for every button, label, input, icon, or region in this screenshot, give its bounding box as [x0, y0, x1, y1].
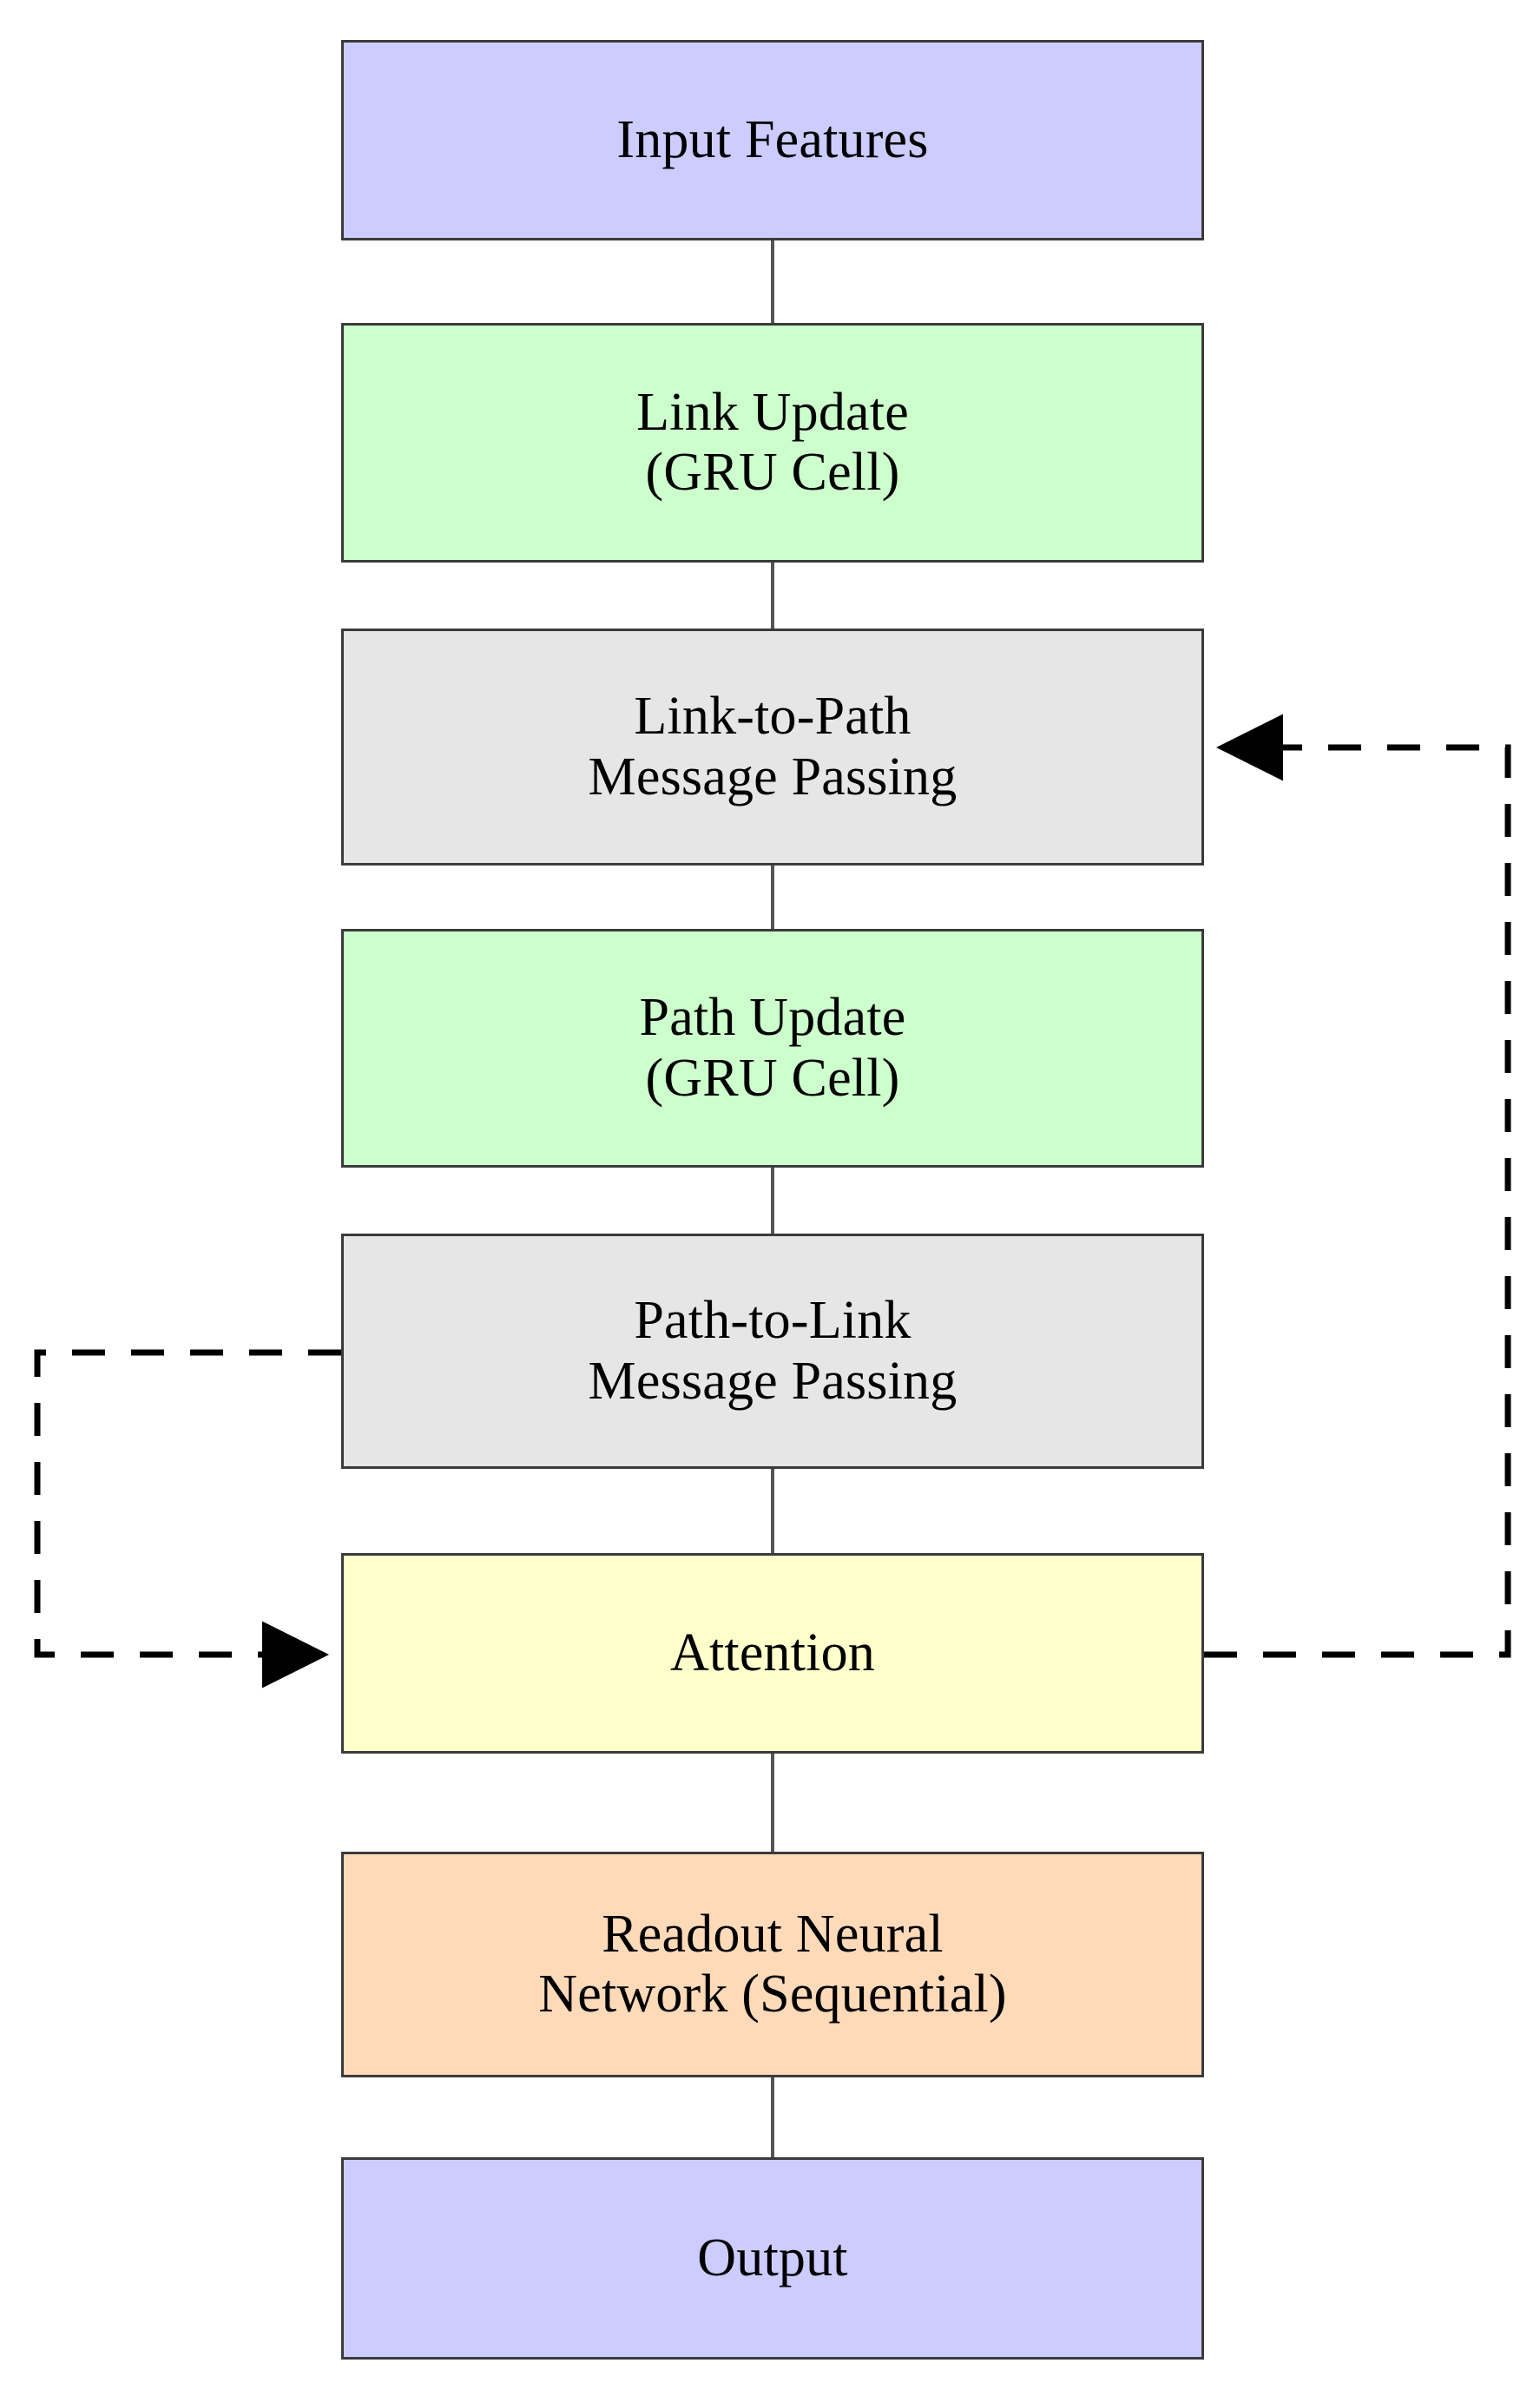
node-link-update-line-1: Link Update: [636, 382, 909, 442]
node-readout-line-1: Readout Neural: [602, 1904, 944, 1964]
edge-feedback-attention-to-link-to-path: [1204, 714, 1511, 1658]
node-attention[interactable]: Attention: [341, 1553, 1204, 1754]
node-link-update-line-2: (GRU Cell): [645, 443, 900, 502]
node-link-to-path-message-passing[interactable]: Link-to-Path Message Passing: [341, 629, 1204, 866]
node-attention-line-1: Attention: [670, 1623, 875, 1682]
node-output-line-1: Output: [697, 2228, 848, 2287]
node-path-to-link-line-1: Path-to-Link: [634, 1291, 911, 1351]
node-path-update[interactable]: Path Update (GRU Cell): [341, 929, 1204, 1168]
node-link-to-path-line-2: Message Passing: [588, 747, 958, 806]
node-readout-neural-network[interactable]: Readout Neural Network (Sequential): [341, 1852, 1204, 2077]
node-input-features-line-1: Input Features: [616, 109, 929, 169]
node-link-update[interactable]: Link Update (GRU Cell): [341, 323, 1204, 563]
node-path-update-line-1: Path Update: [639, 988, 906, 1048]
node-link-to-path-line-1: Link-to-Path: [634, 687, 911, 747]
node-output[interactable]: Output: [341, 2157, 1204, 2360]
node-path-update-line-2: (GRU Cell): [645, 1048, 900, 1108]
node-path-to-link-line-2: Message Passing: [588, 1351, 958, 1411]
edge-feedback-path-to-link-to-attention: [34, 1349, 341, 1688]
node-input-features[interactable]: Input Features: [341, 40, 1204, 240]
node-path-to-link-message-passing[interactable]: Path-to-Link Message Passing: [341, 1234, 1204, 1469]
node-readout-line-2: Network (Sequential): [538, 1965, 1007, 2024]
